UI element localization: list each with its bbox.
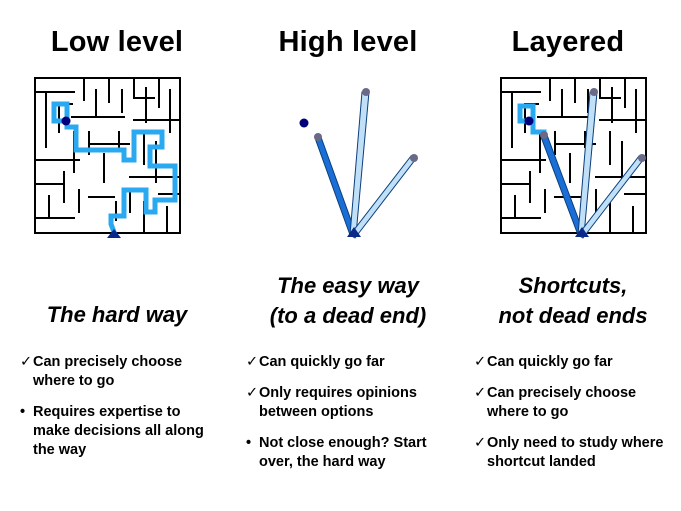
high-level-arrows-diagram xyxy=(299,88,418,239)
bullet-item: ✓Can quickly go far xyxy=(246,353,446,372)
arrow-end-up xyxy=(362,88,370,96)
arrow-end-left xyxy=(314,133,322,141)
maze-short-path xyxy=(517,103,547,135)
target-dot xyxy=(299,118,309,128)
bullet-item: ✓Only need to study where shortcut lande… xyxy=(474,434,674,472)
target-dot xyxy=(524,116,534,126)
arrow-left xyxy=(314,136,357,236)
bullet-item: ✓Can quickly go far xyxy=(474,353,674,372)
arrow-end-up xyxy=(590,88,598,96)
bullet-text: Not close enough? Start over, the hard w… xyxy=(259,435,427,470)
bullet-text: Can quickly go far xyxy=(259,354,385,370)
check-icon: ✓ xyxy=(474,435,487,451)
bullets-high-level: ✓Can quickly go far ✓Only requires opini… xyxy=(246,353,446,484)
start-marker xyxy=(575,227,589,237)
start-marker xyxy=(347,227,361,237)
bullet-item: ✓Can precisely choose where to go xyxy=(474,384,674,422)
bullets-layered: ✓Can quickly go far ✓Can precisely choos… xyxy=(474,353,674,484)
bullet-item: • Not close enough? Start over, the hard … xyxy=(246,434,446,472)
subtitle-low-level: The hard way xyxy=(2,300,232,330)
bullet-dot-icon: • xyxy=(20,404,26,420)
target-dot xyxy=(61,116,71,126)
bullet-text: Can quickly go far xyxy=(487,354,613,370)
subtitle-line: (to a dead end) xyxy=(269,303,427,328)
bullets-low-level: ✓Can precisely choose where to go • Requi… xyxy=(20,353,205,472)
title-high-level: High level xyxy=(278,26,418,58)
title-low-level: Low level xyxy=(50,26,184,58)
arrow-left xyxy=(540,134,585,236)
check-icon: ✓ xyxy=(474,354,487,370)
bullet-item: • Requires expertise to make decisions al… xyxy=(20,403,205,460)
subtitle-layered: Shortcuts, not dead ends xyxy=(458,271,681,331)
bullet-item: ✓Can precisely choose where to go xyxy=(20,353,205,391)
title-layered: Layered xyxy=(511,26,625,58)
check-icon: ✓ xyxy=(246,385,259,401)
check-icon: ✓ xyxy=(246,354,259,370)
subtitle-line: Shortcuts, xyxy=(518,273,628,298)
bullet-text: Can precisely choose where to go xyxy=(33,354,183,389)
arrow-end-right xyxy=(410,154,418,162)
bullet-text: Can precisely choose where to go xyxy=(487,385,637,420)
subtitle-high-level: The easy way (to a dead end) xyxy=(233,271,463,331)
maze-walls xyxy=(34,77,181,234)
bullet-text: Only requires opinions between options xyxy=(259,385,417,420)
maze-walls xyxy=(500,77,647,234)
subtitle-line: not dead ends xyxy=(498,303,648,328)
low-level-maze-diagram xyxy=(34,77,181,238)
bullet-item: ✓Only requires opinions between options xyxy=(246,384,446,422)
start-marker xyxy=(107,229,121,238)
bullet-text: Only need to study where shortcut landed xyxy=(487,435,664,470)
layered-maze-diagram xyxy=(500,77,647,239)
check-icon: ✓ xyxy=(20,354,33,370)
arrow-end-left xyxy=(540,131,548,139)
bullet-text: Requires expertise to make decisions all… xyxy=(33,404,204,458)
check-icon: ✓ xyxy=(474,385,487,401)
arrow-end-right xyxy=(638,154,646,162)
subtitle-line: The easy way xyxy=(277,273,419,298)
bullet-dot-icon: • xyxy=(246,435,252,451)
maze-solution-path xyxy=(51,101,178,236)
subtitle-line: The hard way xyxy=(46,302,188,327)
